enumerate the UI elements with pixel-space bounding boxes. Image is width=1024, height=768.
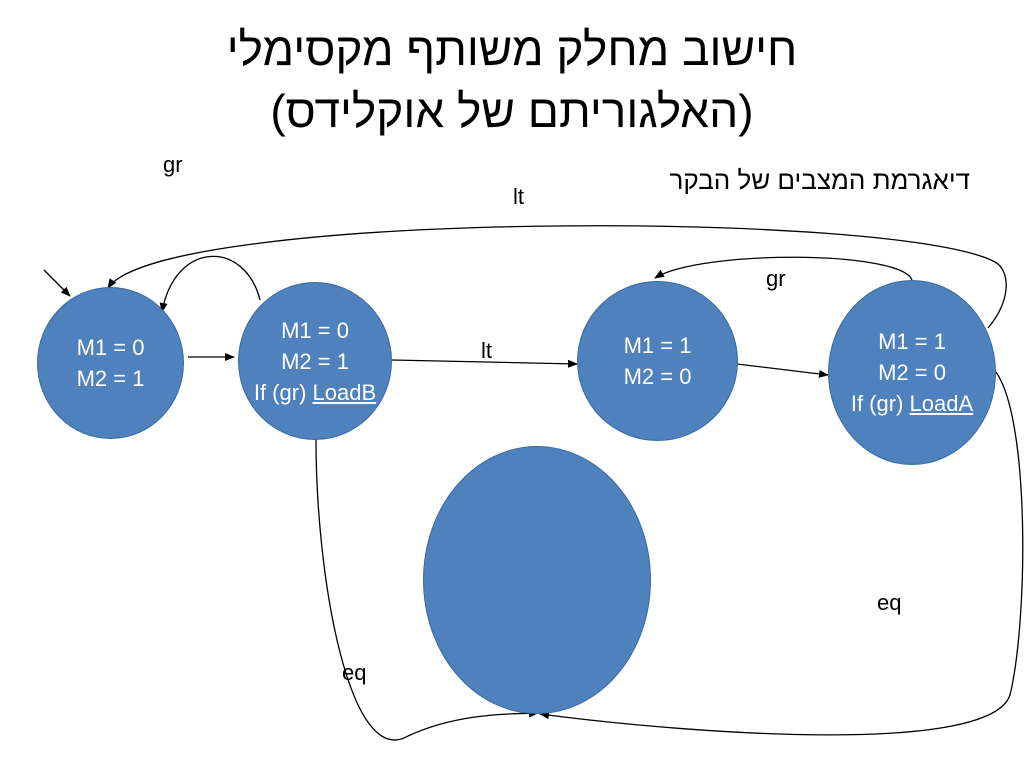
label-lt-top: lt (513, 184, 524, 209)
edge-s3-to-s4 (736, 363, 829, 378)
state-s2-line2: M2 = 1 (281, 348, 349, 374)
label-lt-mid: lt (481, 338, 492, 363)
label-eq-left: eq (342, 660, 367, 685)
state-s4-line2: M2 = 0 (878, 360, 946, 385)
edge-s4-to-s5-eq (539, 371, 1024, 736)
label-gr-back: gr (766, 266, 786, 291)
state-s2-line1: M1 = 0 (281, 317, 349, 343)
state-s3-line1: M1 = 1 (623, 333, 692, 358)
state-s4-condition: If (gr) (850, 391, 910, 416)
slide-title-line2: (האלגוריתם של אוקלידס) (270, 85, 754, 137)
edge-s2-to-s3 (391, 359, 578, 368)
state-s1-line2: M2 = 1 (76, 366, 145, 391)
slide-title-line1: חישוב מחלק משותף מקסימלי (226, 23, 798, 75)
state-s1[interactable]: M1 = 0 M2 = 1 (37, 287, 184, 439)
state-s5-empty[interactable] (423, 446, 651, 714)
label-eq-right: eq (877, 590, 902, 615)
edge-s4-to-s1-lt (107, 225, 1007, 329)
state-s1-line1: M1 = 0 (76, 335, 145, 360)
state-s3-line2: M2 = 0 (623, 364, 692, 389)
state-s4[interactable]: M1 = 1 M2 = 0 If (gr) LoadA (828, 280, 996, 465)
label-gr-loop: gr (163, 152, 183, 177)
edge-s2-to-s5-eq (315, 439, 539, 741)
edge-s2-loop-gr (159, 255, 261, 313)
start-arrow (43, 269, 71, 297)
state-s4-action: LoadA (909, 391, 974, 416)
edge-s4-to-s3-gr (654, 256, 913, 281)
diagram-subtitle: דיאגרמת המצבים של הבקר (669, 165, 970, 195)
state-s2[interactable]: M1 = 0 M2 = 1 If (gr) LoadB (238, 282, 392, 440)
state-s3[interactable]: M1 = 1 M2 = 0 (577, 281, 738, 441)
state-s4-line1: M1 = 1 (878, 329, 946, 354)
state-s2-condition: If (gr) (253, 379, 313, 405)
state-s2-action: LoadB (312, 379, 377, 405)
